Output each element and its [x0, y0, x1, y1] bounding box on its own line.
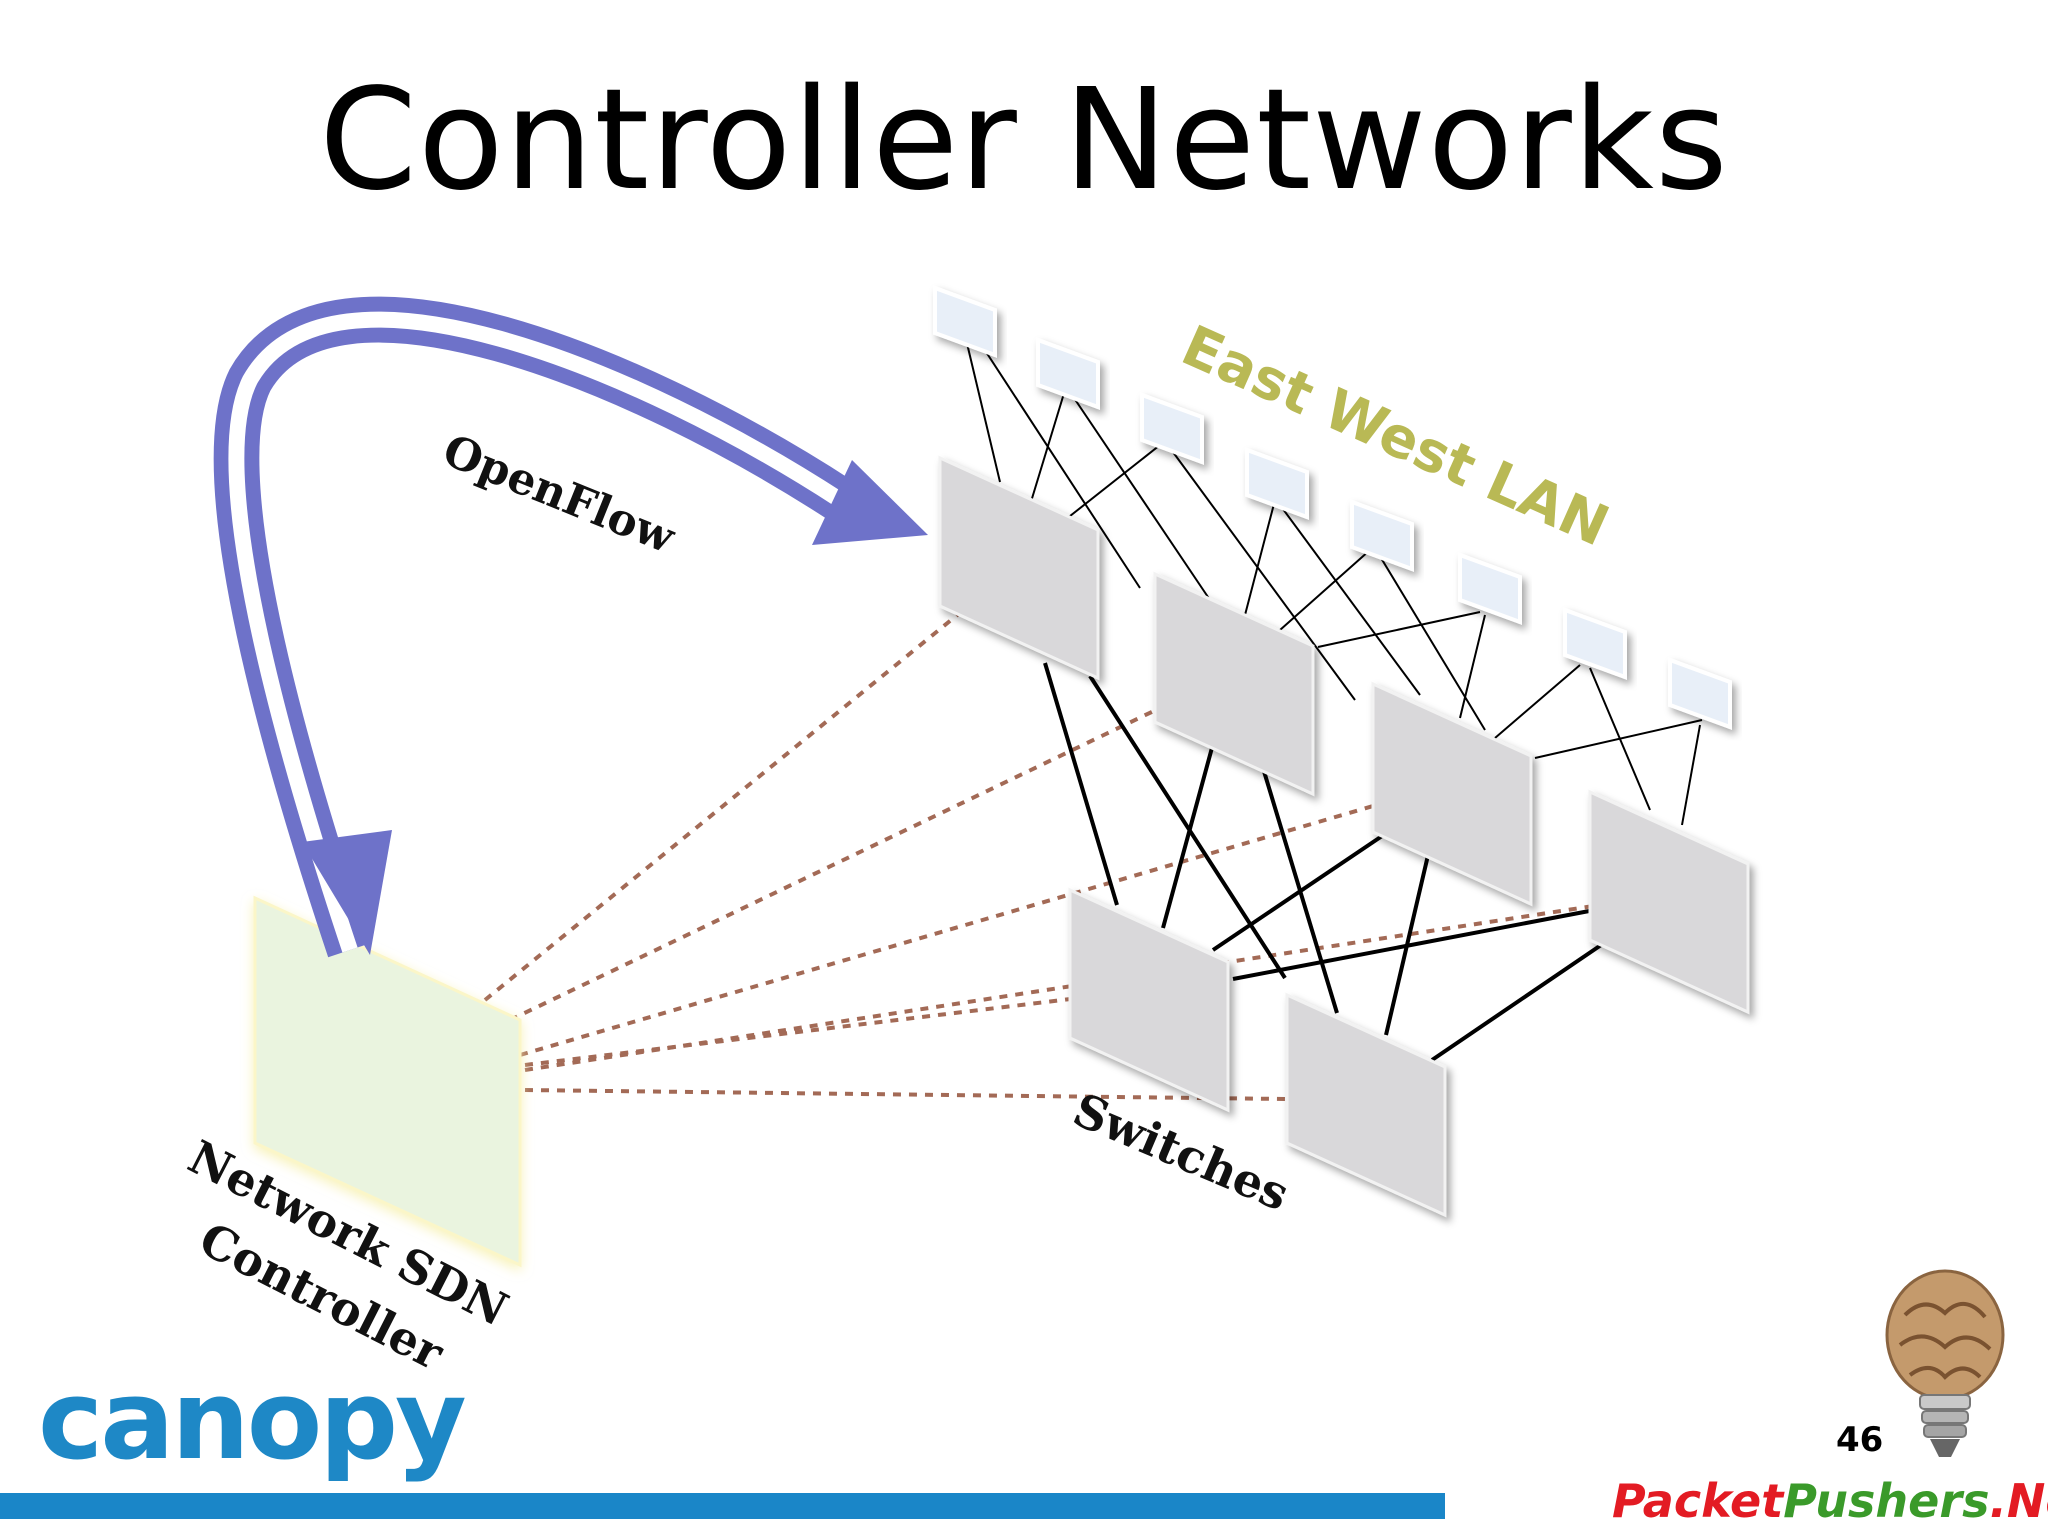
- brain-lightbulb-icon: [1885, 1269, 2005, 1457]
- host-link: [1681, 724, 1701, 826]
- openflow-label: OpenFlow: [436, 425, 683, 564]
- brand-part1: Packet: [1612, 1474, 1784, 1528]
- host-link: [1169, 447, 1356, 701]
- slide-number: 46: [1836, 1420, 1884, 1460]
- fabric-link: [1043, 662, 1119, 906]
- host-link: [1064, 444, 1161, 521]
- host-link: [1317, 611, 1481, 648]
- host-icon: [1350, 499, 1414, 572]
- host-link: [1534, 719, 1703, 759]
- host-icon: [1668, 657, 1732, 730]
- host-link: [1494, 664, 1581, 739]
- host-icon: [1563, 607, 1627, 680]
- fabric-link: [1384, 850, 1431, 1036]
- openflow-arrow: [213, 296, 928, 958]
- host-icon: [1245, 447, 1309, 520]
- canopy-logo: canopy: [38, 1356, 467, 1484]
- fabric-link: [1161, 743, 1215, 929]
- control-link: [519, 783, 1446, 1057]
- arrowhead-right: [812, 460, 928, 545]
- switch: [1153, 571, 1315, 797]
- footer-bar: [0, 1493, 1445, 1519]
- host-link: [1244, 499, 1276, 616]
- host-link: [1377, 552, 1486, 731]
- switches-label: Switches: [1066, 1082, 1297, 1221]
- fabric-link: [1232, 906, 1606, 981]
- switch: [1285, 992, 1447, 1218]
- control-link: [509, 670, 1236, 1022]
- fabric-link: [1088, 674, 1287, 980]
- fabric-links: [1043, 662, 1609, 1062]
- sdn-controller-panel: [253, 895, 522, 1268]
- switch: [1588, 789, 1750, 1015]
- host-icon: [933, 285, 997, 358]
- host-link: [1279, 549, 1371, 631]
- host-links: [964, 334, 1703, 826]
- control-link: [483, 570, 1012, 1002]
- host-link: [974, 334, 1141, 589]
- host-icon: [1458, 552, 1522, 625]
- switch: [938, 455, 1100, 681]
- top-switches: [938, 455, 1750, 1015]
- packetpushers-logo: PacketPushers.Net: [1612, 1478, 2048, 1524]
- host-icon: [1140, 392, 1204, 465]
- control-link: [524, 1088, 1371, 1102]
- host-link: [1459, 614, 1486, 719]
- brand-part2: Pushers: [1783, 1474, 1990, 1528]
- host-icon: [1036, 337, 1100, 410]
- arrowhead-down: [302, 830, 392, 955]
- host-link: [1029, 389, 1066, 506]
- slide-title: Controller Networks: [319, 59, 1729, 222]
- host-link: [1069, 391, 1211, 601]
- hosts: [933, 285, 1732, 730]
- fabric-link: [1430, 939, 1609, 1062]
- switch: [1371, 681, 1533, 907]
- bottom-switches: [1068, 887, 1447, 1218]
- switch: [1068, 887, 1230, 1113]
- host-link: [1279, 504, 1421, 696]
- fabric-link: [1211, 830, 1390, 952]
- brand-part3: .Net: [1989, 1474, 2048, 1528]
- host-link: [964, 334, 1001, 483]
